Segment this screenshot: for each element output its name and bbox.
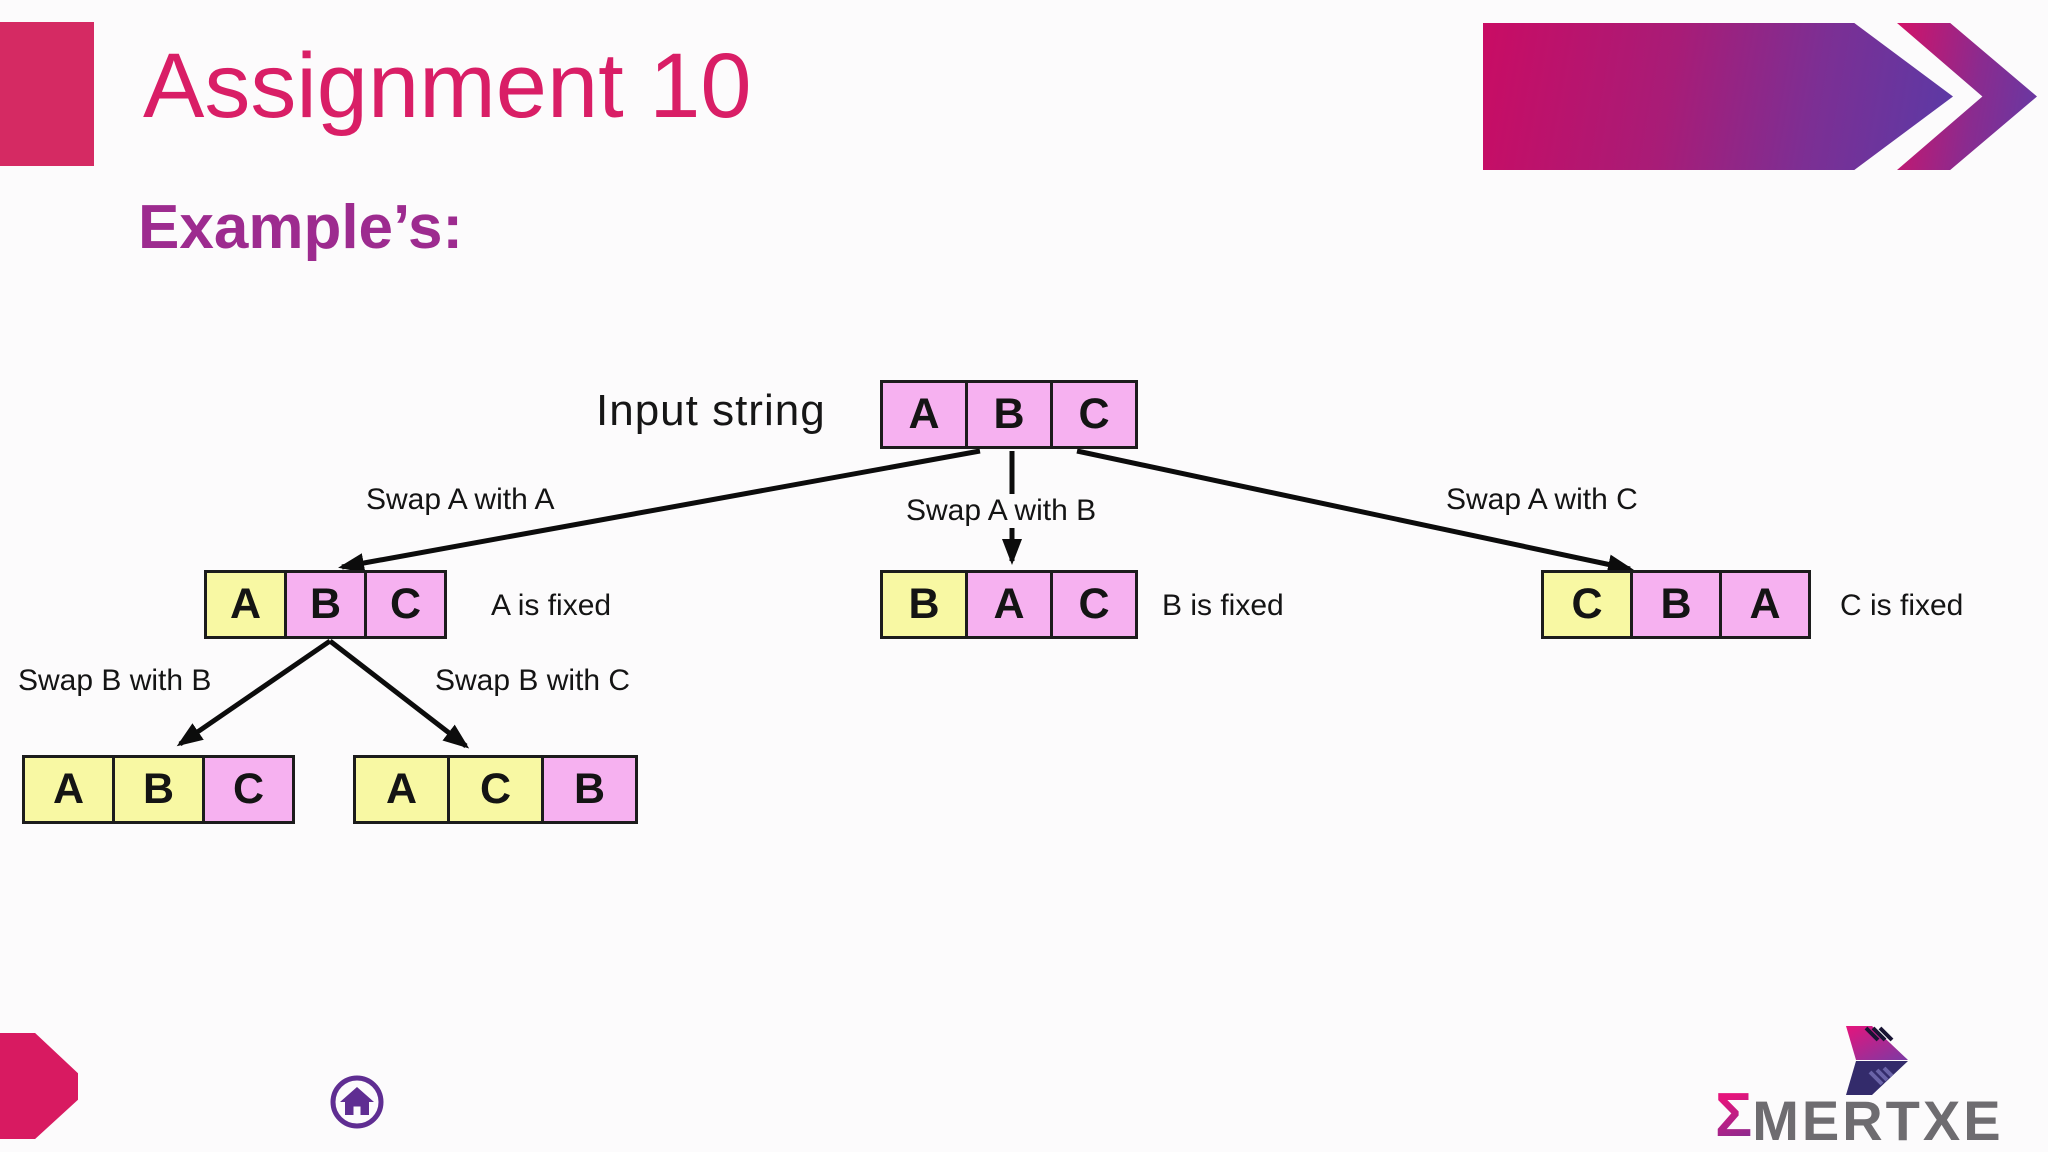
string-cell: A: [353, 755, 450, 824]
home-icon: [330, 1075, 384, 1129]
string-cell: B: [284, 570, 367, 639]
string-cell: A: [204, 570, 287, 639]
node-a-fixed: A B C: [204, 570, 447, 639]
string-cell: C: [447, 755, 544, 824]
logo-chevron-icon: [1846, 1026, 1908, 1095]
edge-label-swap-a-c: Swap A with C: [1446, 483, 1638, 516]
footer-accent-arrow: [0, 1033, 78, 1139]
string-cell: B: [541, 755, 638, 824]
logo-wordmark: MERTXE: [1752, 1088, 2004, 1152]
string-cell: B: [1630, 570, 1722, 639]
node-input-string: A B C: [880, 380, 1138, 449]
string-cell: B: [112, 755, 205, 824]
note-b-fixed: B is fixed: [1162, 589, 1284, 622]
string-cell: B: [880, 570, 968, 639]
edge-label-swap-b-c: Swap B with C: [435, 664, 631, 697]
note-a-fixed: A is fixed: [491, 589, 612, 622]
string-cell: A: [1719, 570, 1811, 639]
page-subtitle: Example’s:: [138, 193, 464, 262]
note-c-fixed: C is fixed: [1840, 589, 1964, 622]
node-c-fixed: C B A: [1541, 570, 1811, 639]
string-cell: C: [1541, 570, 1633, 639]
edge-label-swap-a-b: Swap A with B: [896, 494, 1107, 528]
home-button[interactable]: [329, 1074, 385, 1130]
edge-label-swap-b-b: Swap B with B: [18, 664, 212, 697]
edge-label-swap-a-a: Swap A with A: [366, 483, 555, 516]
string-cell: C: [202, 755, 295, 824]
string-cell: A: [965, 570, 1053, 639]
string-cell: C: [1050, 570, 1138, 639]
string-cell: C: [364, 570, 447, 639]
corner-accent-square: [0, 22, 94, 166]
page-title: Assignment 10: [143, 35, 752, 137]
string-cell: B: [965, 380, 1053, 449]
logo-sigma-glyph: Σ: [1715, 1081, 1753, 1150]
string-cell: A: [22, 755, 115, 824]
node-abc-leaf: A B C: [22, 755, 295, 824]
string-cell: A: [880, 380, 968, 449]
string-cell: C: [1050, 380, 1138, 449]
node-b-fixed: B A C: [880, 570, 1138, 639]
node-acb-leaf: A C B: [353, 755, 638, 824]
input-string-label: Input string: [596, 386, 826, 435]
arrow-banner: [1483, 23, 1953, 170]
